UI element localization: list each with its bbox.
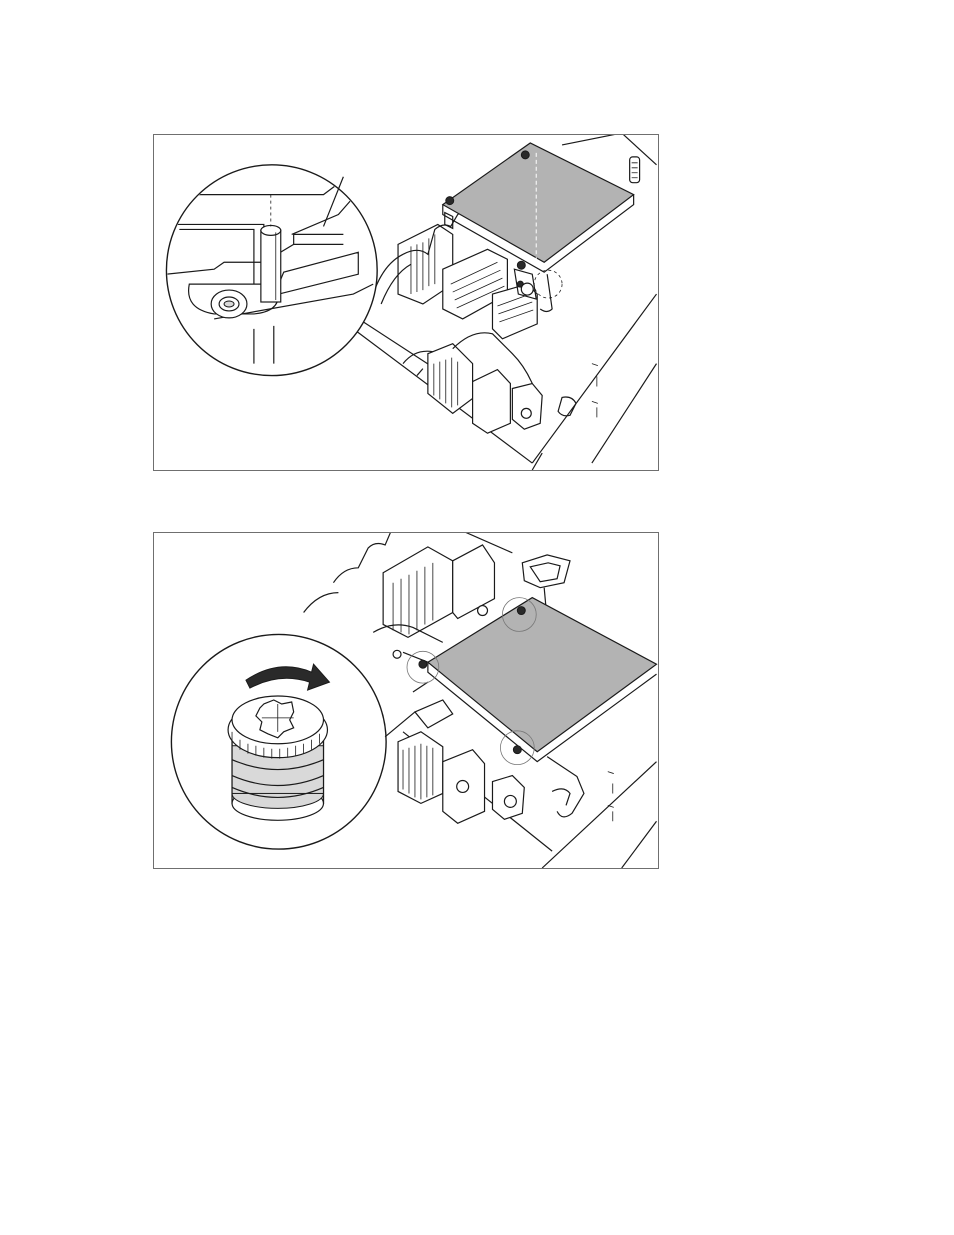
thumbscrew-icon (228, 696, 327, 820)
callout-guide-pin (166, 165, 377, 376)
mezzanine-plate (443, 143, 634, 272)
mezzanine-plate (403, 598, 656, 762)
illustration-install-alignment (153, 134, 659, 471)
illustration-tighten-thumbscrews (153, 532, 659, 869)
callout-thumbscrew (171, 634, 415, 849)
connector-block (398, 224, 542, 433)
